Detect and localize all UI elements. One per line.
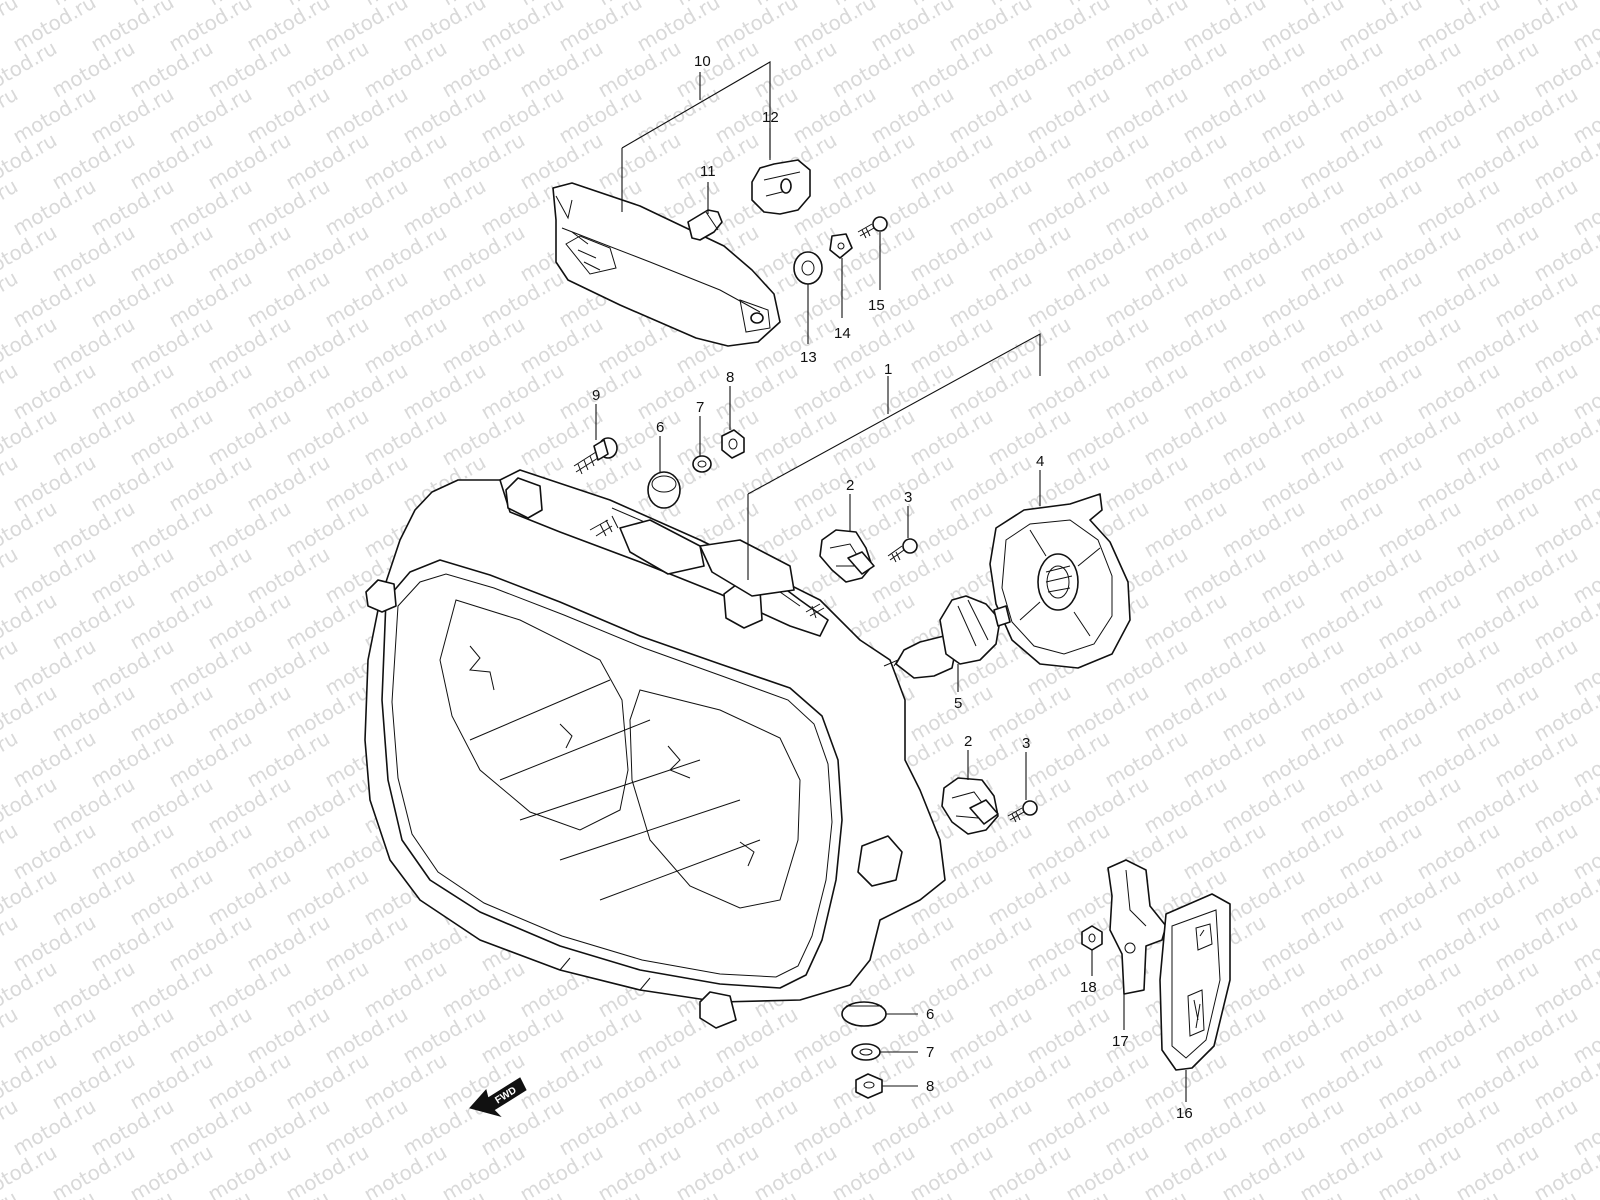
callout-5: 5 [954,695,962,712]
position-lamp-housing [552,182,781,347]
screw-3-upper [887,538,918,563]
callout-7-lower: 7 [926,1044,934,1061]
washer-14 [829,233,853,259]
callout-8-upper: 8 [726,369,734,386]
bulb-socket [751,159,811,215]
grommet-13 [793,251,823,285]
callout-10: 10 [694,53,711,70]
reflector-bracket [1107,859,1167,995]
headlamp-adjuster-screw [589,515,825,619]
grommet-6-lower [841,1001,887,1027]
callout-1: 1 [884,361,892,378]
headlamp-housing [364,469,946,1029]
nut-18 [1081,925,1103,951]
callout-3-lower: 3 [1022,735,1030,752]
bolt-9 [573,437,618,475]
callout-6-upper: 6 [656,419,664,436]
callout-17: 17 [1112,1033,1129,1050]
callout-6-lower: 6 [926,1006,934,1023]
nut-8-lower [855,1073,883,1099]
callout-18: 18 [1080,979,1097,996]
grommet-6-upper [647,471,681,509]
callout-9: 9 [592,387,600,404]
callout-11: 11 [700,163,716,180]
callout-2-lower: 2 [964,733,972,750]
washer-7-lower [851,1043,881,1061]
washer-7-upper [692,455,712,473]
screw-15 [857,216,888,239]
callout-14: 14 [834,325,851,342]
leader-lines [595,61,1187,1102]
bulb-holder-clip-upper [819,529,875,583]
headlamp-bulb [883,595,1011,679]
callout-labels: 10 11 12 13 14 15 1 9 6 7 8 2 3 4 5 2 3 … [592,53,1193,1122]
callout-4: 4 [1036,453,1044,470]
bulb-holder-clip-lower [941,777,999,835]
screw-3-lower [1007,800,1038,823]
callout-15: 15 [868,297,885,314]
side-reflector [1159,893,1231,1071]
socket-cover [989,493,1131,669]
callout-2-upper: 2 [846,477,854,494]
callout-8-lower: 8 [926,1078,934,1095]
callout-16: 16 [1176,1105,1193,1122]
position-lamp-bulb [687,209,723,241]
nut-8-upper [721,429,745,459]
callout-13: 13 [800,349,817,366]
callout-3-upper: 3 [904,489,912,506]
callout-12: 12 [762,109,779,126]
callout-7-upper: 7 [696,399,704,416]
